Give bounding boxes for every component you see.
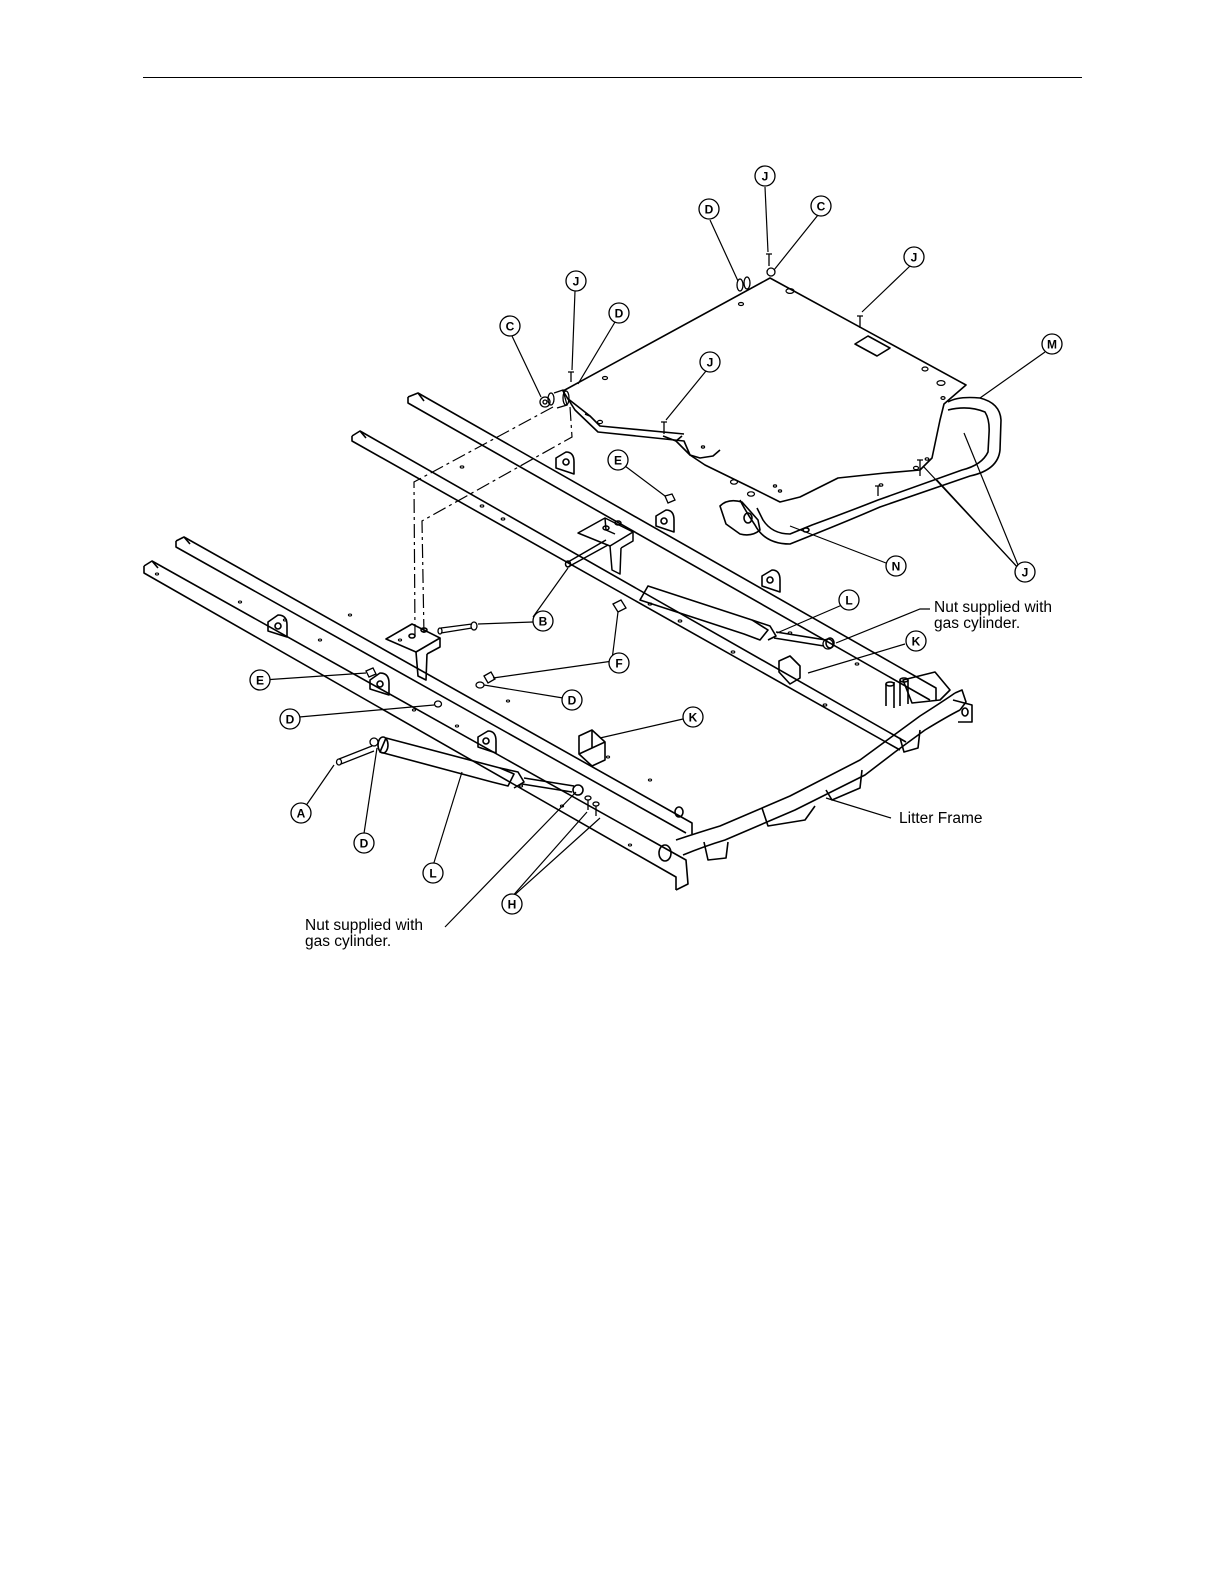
callout-D: D xyxy=(354,833,374,853)
svg-text:B: B xyxy=(539,615,548,629)
note-nut-left-line1: Nut supplied with xyxy=(305,917,423,934)
callout-L: L xyxy=(839,590,859,610)
gas-cylinders xyxy=(378,586,834,795)
callout-K: K xyxy=(906,631,926,651)
callout-D: D xyxy=(699,199,719,219)
lower-rails xyxy=(144,537,692,890)
callout-N: N xyxy=(886,556,906,576)
callout-M: M xyxy=(1042,334,1062,354)
svg-text:D: D xyxy=(360,837,369,851)
loose-fasteners xyxy=(337,494,834,816)
svg-text:D: D xyxy=(705,203,714,217)
center-bracket xyxy=(566,518,634,574)
svg-text:L: L xyxy=(429,867,436,881)
svg-text:J: J xyxy=(911,251,918,265)
callout-J: J xyxy=(566,271,586,291)
svg-text:C: C xyxy=(817,200,826,214)
callout-J: J xyxy=(904,247,924,267)
litter-frame xyxy=(579,656,972,860)
callout-A: A xyxy=(291,803,311,823)
svg-text:D: D xyxy=(568,694,577,708)
callout-D: D xyxy=(609,303,629,323)
alignment-lines xyxy=(414,407,572,636)
callout-J: J xyxy=(1015,562,1035,582)
note-litter-frame: Litter Frame xyxy=(899,810,983,827)
svg-text:K: K xyxy=(689,711,698,725)
callout-E: E xyxy=(250,670,270,690)
callout-L: L xyxy=(423,863,443,883)
callout-C: C xyxy=(811,196,831,216)
note-nut-right-line1: Nut supplied with xyxy=(934,599,1052,616)
callouts: J D C J M J C D J E N J L B K F E D D K … xyxy=(250,166,1062,914)
svg-text:E: E xyxy=(256,674,264,688)
callout-K: K xyxy=(683,707,703,727)
svg-text:M: M xyxy=(1047,338,1057,352)
svg-text:J: J xyxy=(707,356,714,370)
callout-C: C xyxy=(500,316,520,336)
callout-E: E xyxy=(608,450,628,470)
top-plate-handle-tube xyxy=(720,398,1001,545)
svg-text:J: J xyxy=(1022,566,1029,580)
svg-text:J: J xyxy=(762,170,769,184)
svg-text:N: N xyxy=(892,560,901,574)
svg-text:K: K xyxy=(912,635,921,649)
svg-text:D: D xyxy=(286,713,295,727)
svg-text:J: J xyxy=(573,275,580,289)
note-nut-right-line2: gas cylinder. xyxy=(934,615,1020,632)
note-nut-left-line2: gas cylinder. xyxy=(305,933,391,950)
svg-text:A: A xyxy=(297,807,306,821)
callout-F: F xyxy=(609,653,629,673)
callout-H: H xyxy=(502,894,522,914)
svg-text:H: H xyxy=(508,898,517,912)
svg-text:F: F xyxy=(615,657,622,671)
callout-J: J xyxy=(755,166,775,186)
svg-text:D: D xyxy=(615,307,624,321)
callout-B: B xyxy=(533,611,553,631)
svg-text:E: E xyxy=(614,454,622,468)
callout-D: D xyxy=(562,690,582,710)
callout-J: J xyxy=(700,352,720,372)
svg-text:C: C xyxy=(506,320,515,334)
top-plate-fasteners xyxy=(540,254,923,496)
upper-rails xyxy=(352,393,936,750)
callout-D: D xyxy=(280,709,300,729)
svg-text:L: L xyxy=(845,594,852,608)
